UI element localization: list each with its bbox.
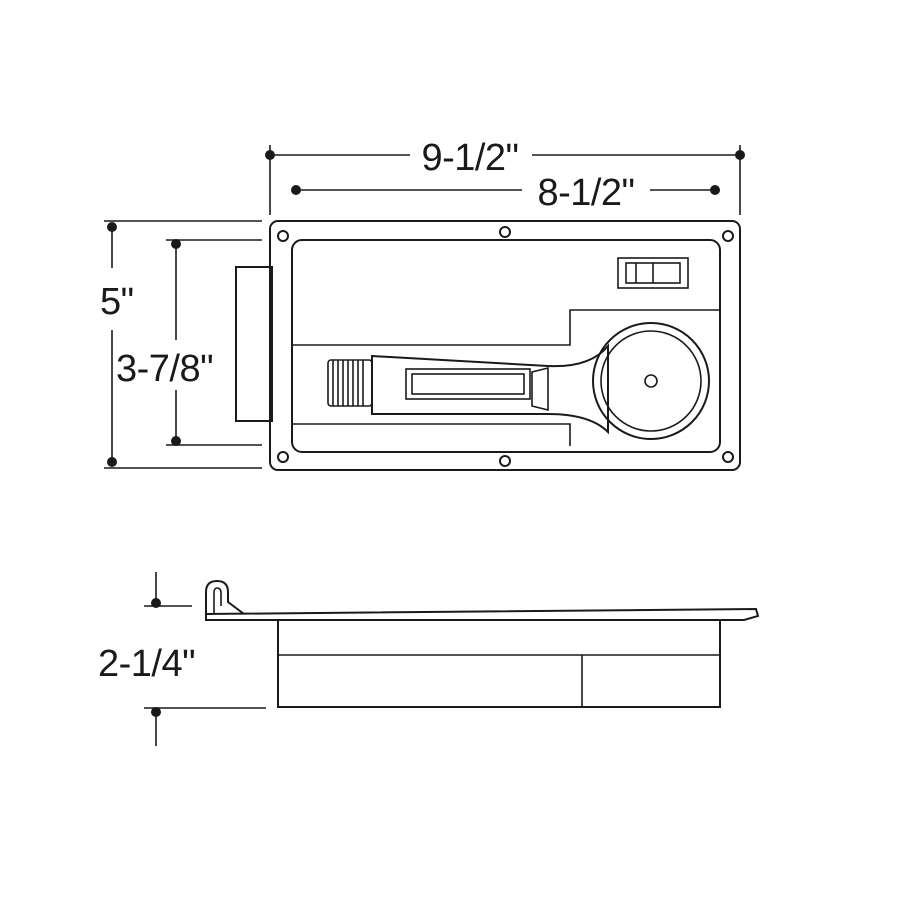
screw-hole-bottom-left	[277, 451, 289, 463]
dimension-label-overall-height: 5"	[100, 281, 134, 323]
recess-step-upper	[292, 309, 720, 346]
screw-hole-bottom-center	[499, 455, 511, 467]
screw-hole-top-center	[499, 226, 511, 238]
dimension-label-cutout-width: 8-1/2"	[537, 172, 634, 214]
dimension-cutout-height: 3-7/8"	[116, 239, 262, 446]
switch	[617, 257, 689, 289]
hinge-hook	[205, 579, 245, 615]
outer-flange	[269, 220, 741, 471]
inner-recess	[291, 239, 721, 453]
spray-handle	[327, 322, 710, 440]
dimension-overall-width: 9-1/2"	[265, 137, 745, 215]
rear-body	[235, 266, 273, 422]
top-view	[235, 220, 741, 471]
dimension-overall-height: 5"	[100, 220, 262, 469]
dimension-label-depth: 2-1/4"	[98, 643, 195, 685]
screw-hole-top-left	[277, 230, 289, 242]
dimension-depth: 2-1/4"	[98, 572, 266, 746]
dimension-label-cutout-height: 3-7/8"	[116, 348, 213, 390]
screw-hole-top-right	[722, 230, 734, 242]
side-flange	[205, 607, 760, 621]
screw-hole-bottom-right	[722, 451, 734, 463]
side-body	[277, 619, 721, 708]
side-view	[205, 579, 760, 708]
dimension-label-overall-width: 9-1/2"	[421, 137, 518, 179]
recess-step-lower	[292, 423, 571, 446]
dimension-cutout-width: 8-1/2"	[291, 172, 720, 214]
